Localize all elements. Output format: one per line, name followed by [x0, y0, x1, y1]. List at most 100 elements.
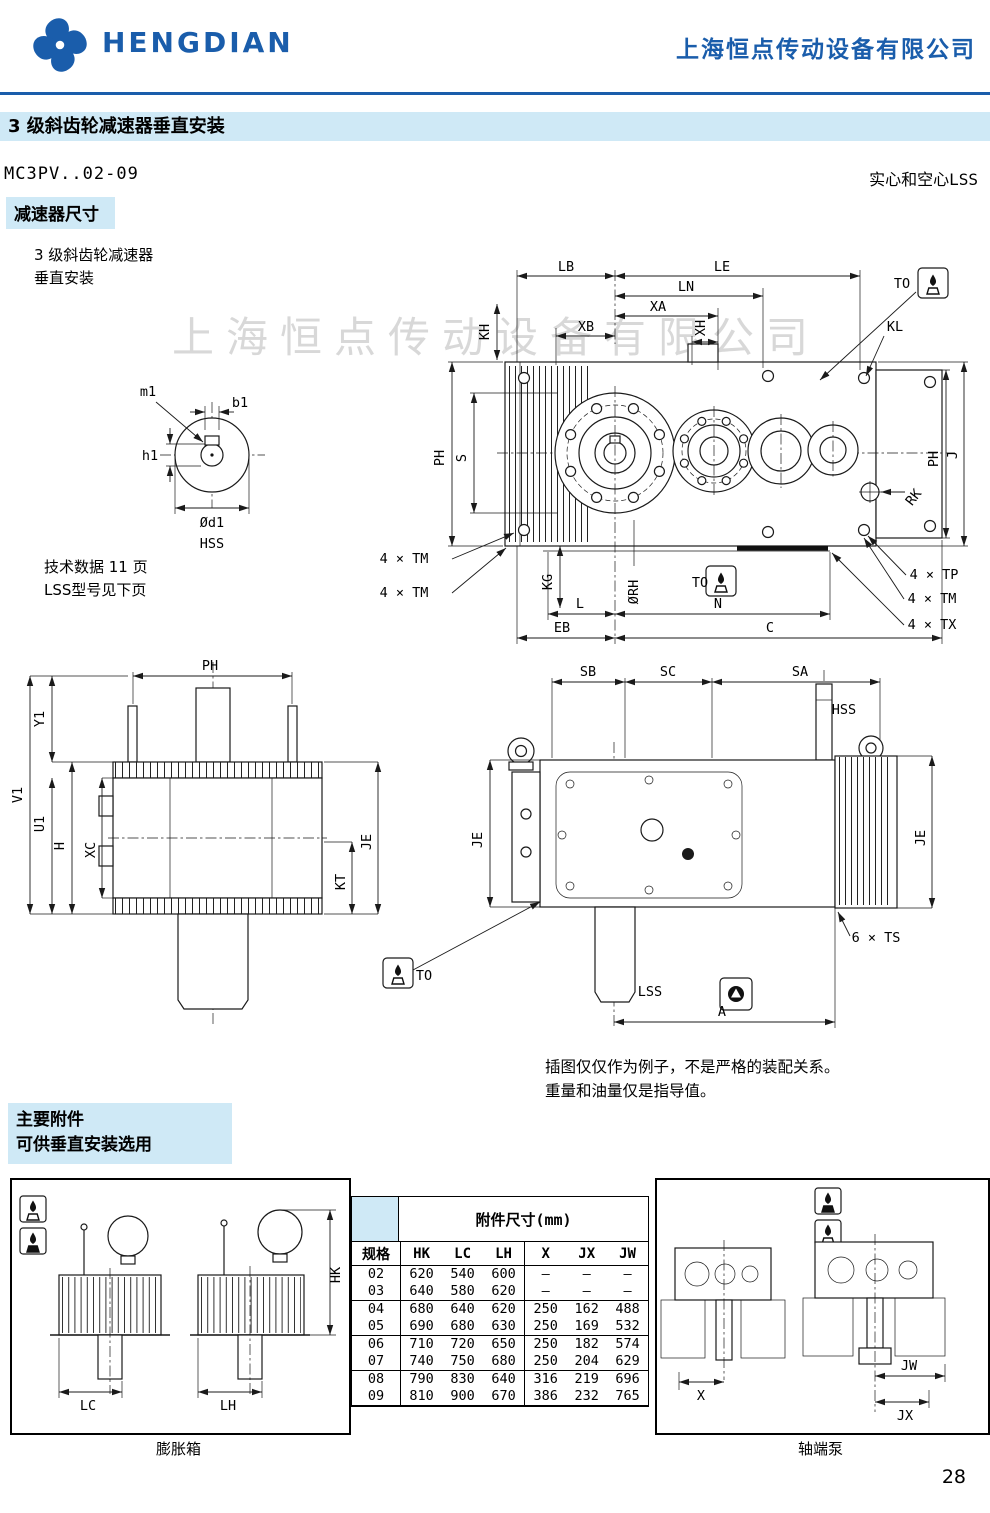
dim-label-4tx: 4 × TX: [908, 617, 957, 633]
mounting-face-bolts: [557, 775, 741, 895]
front-view-right-dimensions: JE KT: [324, 761, 382, 915]
dim-label-d1: Ød1: [200, 515, 224, 531]
oil-icon-bottom: [705, 565, 737, 597]
dim-label-lh: LH: [220, 1398, 236, 1414]
dim-label-sc: SC: [660, 664, 676, 680]
accessories-heading-line2: 可供垂直安装选用: [16, 1134, 152, 1155]
dim-label-lc: LC: [80, 1398, 96, 1414]
dim-label-je-left: JE: [470, 832, 486, 848]
drawing-caption: 3 级斜齿轮减速器 垂直安装: [34, 246, 153, 287]
dim-label-jw: JW: [901, 1358, 918, 1374]
dim-label-sa: SA: [792, 664, 808, 680]
dim-label-h: H: [52, 842, 68, 850]
gearbox-side-view: SB SC SA HSS: [382, 664, 936, 1028]
page-title: 3 级斜齿轮减速器垂直安装: [0, 112, 990, 141]
tank-unit-small: LC: [50, 1215, 170, 1414]
side-view-top-dimensions: SB SC SA: [551, 664, 881, 758]
pump-icons: [814, 1187, 842, 1247]
dim-label-eb: EB: [554, 620, 570, 636]
dim-label-ph-left: PH: [432, 450, 448, 466]
dim-label-to-side: TO: [416, 968, 432, 984]
svg-text:重量和油量仅是指导值。: 重量和油量仅是指导值。: [545, 1082, 716, 1100]
dim-label-ph-right: PH: [926, 451, 942, 467]
dim-label-xa: XA: [650, 299, 666, 315]
dim-label-kl: KL: [887, 319, 903, 335]
dim-label-4tm-3: 4 × TM: [908, 591, 957, 607]
expansion-tank-drawing: LC LH HK: [19, 1195, 344, 1414]
dim-label-xb: XB: [578, 319, 594, 335]
table-title: 附件尺寸(mm): [475, 1210, 572, 1229]
dim-label-n: N: [714, 596, 722, 612]
dim-label-6ts: 6 × TS: [852, 930, 901, 946]
section-label-dimensions: 减速器尺寸: [6, 197, 115, 229]
column-header: LH: [482, 1242, 526, 1266]
dim-label-sb: SB: [580, 664, 596, 680]
oil-icon-top: TO: [819, 267, 949, 381]
svg-text:技术数据 11 页: 技术数据 11 页: [44, 558, 148, 576]
top-view-bottom-dimensions: 4 × TM 4 × TM KG ØRH TO L N: [380, 520, 959, 644]
gearbox-front-view: PH V1 Y1 U1: [10, 658, 382, 1025]
dim-label-x: X: [697, 1388, 705, 1404]
oil-icons: [19, 1195, 47, 1255]
dim-label-a: A: [718, 1004, 726, 1020]
dim-label-to-bottom: TO: [692, 575, 708, 591]
svg-text:垂直安装: 垂直安装: [34, 269, 94, 287]
oil-icon-side: TO: [382, 901, 541, 989]
column-header: JX: [566, 1242, 608, 1266]
side-view-je-dimensions: JE JE: [470, 755, 936, 909]
shaft-pump-caption: 轴端泵: [797, 1440, 843, 1458]
dim-label-c: C: [766, 620, 774, 636]
dim-label-h1: h1: [142, 448, 158, 464]
dim-label-lb: LB: [558, 259, 574, 275]
accessories-heading-line1: 主要附件: [16, 1110, 84, 1130]
dim-label-u1: U1: [32, 816, 48, 832]
table-title-row: 附件尺寸(mm): [352, 1197, 648, 1242]
dim-label-l: L: [576, 596, 584, 612]
dim-label-je-front: JE: [359, 834, 375, 850]
shaft-pump-drawing: X JW JX: [660, 1187, 946, 1424]
svg-text:3 级斜齿轮减速器: 3 级斜齿轮减速器: [34, 246, 153, 264]
header-rule: [0, 92, 990, 95]
drawing-note: 插图仅仅作为例子，不是严格的装配关系。 重量和油量仅是指导值。: [545, 1058, 840, 1100]
dim-label-4tp: 4 × TP: [910, 567, 959, 583]
svg-text:LSS型号见下页: LSS型号见下页: [44, 581, 146, 599]
page-number: 28: [941, 1466, 966, 1488]
brand-name: HENGDIAN: [102, 26, 294, 59]
top-view-dimensions: LB LE LN XA XB XH KH KL: [477, 259, 903, 377]
top-view-left-dimensions: PH S: [432, 361, 558, 547]
shaft-type-note: 实心和空心LSS: [869, 170, 978, 189]
dim-label-j: J: [945, 451, 961, 459]
pump-icon-side: [719, 977, 753, 1011]
dim-label-je-right: JE: [913, 830, 929, 846]
dim-label-xc: XC: [83, 842, 99, 858]
dim-label-m1: m1: [140, 384, 156, 400]
gearbox-top-view: LB LE LN XA XB XH KH KL TO: [380, 259, 968, 644]
dim-label-s: S: [454, 454, 470, 462]
dim-label-to-top: TO: [894, 276, 910, 292]
dim-label-v1: V1: [10, 787, 26, 803]
label-hss: HSS: [200, 536, 224, 552]
dim-label-kh: KH: [477, 324, 493, 340]
dim-label-hk: HK: [328, 1266, 344, 1283]
tank-unit-large: LH HK: [190, 1209, 344, 1414]
column-header: X: [524, 1242, 567, 1266]
tech-data-note: 技术数据 11 页 LSS型号见下页: [44, 558, 148, 599]
table-corner-cell: [352, 1197, 399, 1241]
svg-text:插图仅仅作为例子，不是严格的装配关系。: 插图仅仅作为例子，不是严格的装配关系。: [545, 1058, 840, 1076]
pump-unit-small: X: [660, 1240, 786, 1404]
dim-label-le: LE: [714, 259, 730, 275]
dim-label-ln: LN: [678, 279, 694, 295]
dim-label-xh: XH: [693, 320, 709, 336]
accessories-heading: 主要附件 可供垂直安装选用: [8, 1103, 232, 1165]
label-lss: LSS: [638, 984, 662, 1000]
